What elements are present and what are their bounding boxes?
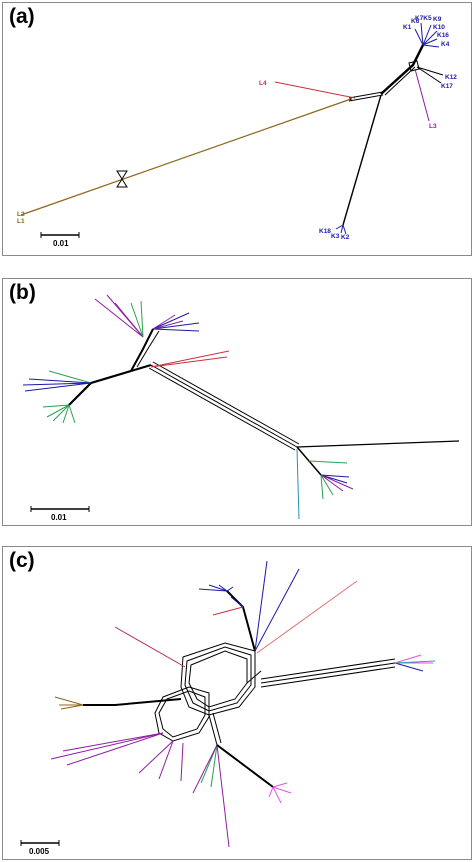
tip-label: K9	[433, 16, 442, 23]
network-b	[22, 294, 460, 520]
panel-c: (c)	[2, 546, 472, 860]
tip-label: K1	[403, 24, 412, 31]
tip-label: L4	[259, 80, 267, 87]
tip-label: L3	[429, 123, 437, 130]
scale-label: 0.01	[53, 239, 69, 248]
scale-label: 0.01	[51, 513, 67, 522]
tip-label: K10	[433, 24, 445, 31]
tip-label: K4	[441, 41, 450, 48]
panel-c-label: (c)	[9, 549, 35, 572]
tip-label: K2	[341, 234, 350, 241]
tip-label: K17	[441, 83, 453, 90]
panel-a: (a) K7K5 K9 K1 K	[2, 2, 472, 256]
panel-b: (b)	[2, 278, 472, 526]
network-a: K7K5 K9 K1 K6 K10 K16 K4 K12 K17 L3 L4 L…	[17, 15, 457, 241]
tip-label: K16	[437, 32, 449, 39]
tip-label: K6	[411, 18, 420, 25]
tip-label: L1	[17, 218, 25, 225]
tip-label: L2	[17, 211, 25, 218]
tip-label: K12	[445, 74, 457, 81]
network-c	[20, 560, 436, 848]
panel-b-label: (b)	[9, 281, 36, 304]
tip-label: K18	[319, 228, 331, 235]
tip-label: K3	[331, 233, 340, 240]
panel-a-label: (a)	[9, 5, 35, 28]
tip-label: K7K5	[415, 15, 432, 22]
scale-label: 0.005	[29, 847, 50, 856]
